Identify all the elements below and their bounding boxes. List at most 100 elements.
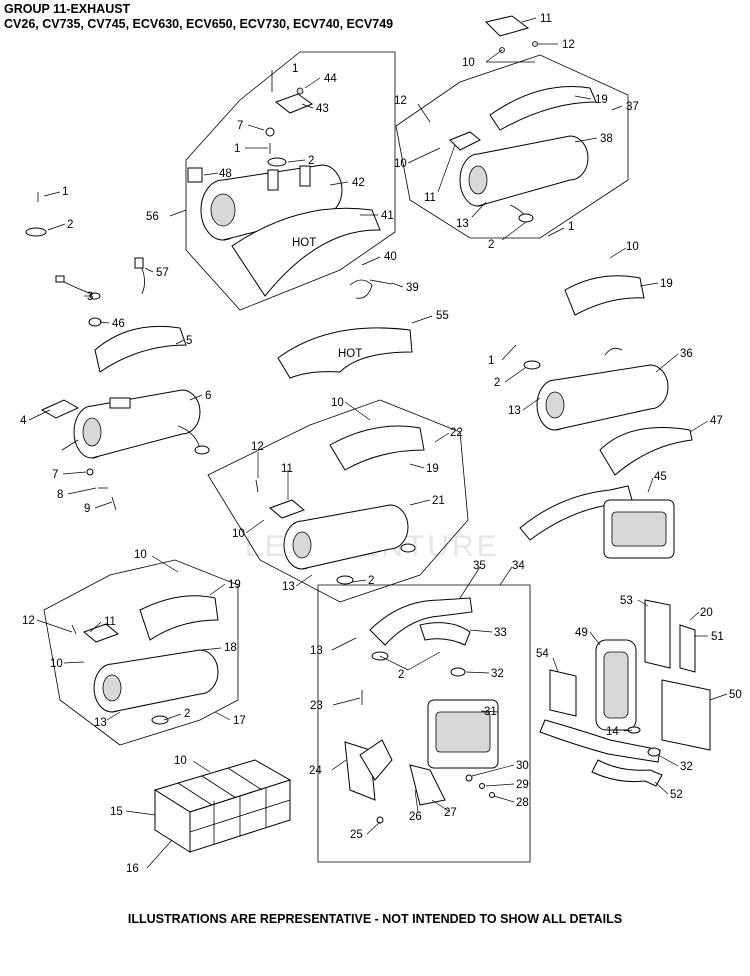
callout-label: 13 <box>282 581 295 593</box>
callout-label: 28 <box>516 797 529 809</box>
callout-label: 1 <box>234 143 240 155</box>
callout-label: 34 <box>512 560 525 572</box>
callout-label: 30 <box>516 760 529 772</box>
leader-lines <box>28 17 728 869</box>
callout-label: 13 <box>310 645 323 657</box>
callout-label: 29 <box>516 779 529 791</box>
callout-label: 1 <box>568 221 574 233</box>
callout-label: 3 <box>87 291 93 303</box>
callout-label: 53 <box>620 595 633 607</box>
callout-label: 10 <box>134 549 147 561</box>
callout-label: 19 <box>660 278 673 290</box>
callout-label: 8 <box>57 489 63 501</box>
callout-label: 1 <box>292 63 298 75</box>
callout-label: 24 <box>309 765 322 777</box>
callout-label: 6 <box>205 390 211 402</box>
callout-label: 13 <box>456 218 469 230</box>
disclaimer-footer: ILLUSTRATIONS ARE REPRESENTATIVE - NOT I… <box>127 912 623 926</box>
callout-label: 10 <box>626 241 639 253</box>
callout-label: 48 <box>219 168 232 180</box>
callout-label: 2 <box>398 669 404 681</box>
callout-label: 46 <box>112 318 125 330</box>
callout-label: 50 <box>729 689 742 701</box>
callout-label: 5 <box>186 335 192 347</box>
callout-label: 19 <box>595 94 608 106</box>
callout-label: 25 <box>350 829 363 841</box>
callout-label: 55 <box>436 310 449 322</box>
callout-label: 45 <box>654 471 667 483</box>
callout-label: 19 <box>228 579 241 591</box>
callout-label: 13 <box>508 405 521 417</box>
callout-label: 7 <box>52 469 58 481</box>
callout-label: 1 <box>488 355 494 367</box>
group-22-parts <box>255 425 425 585</box>
callout-label: 10 <box>232 528 245 540</box>
callout-label: 40 <box>384 251 397 263</box>
callout-label: 35 <box>473 560 486 572</box>
heat-shield-hot-text: HOT <box>292 237 316 249</box>
callout-label: 2 <box>184 708 190 720</box>
center-heat-shield: HOT <box>277 279 413 379</box>
callout-label: 14 <box>606 726 619 738</box>
callout-label: 42 <box>352 177 365 189</box>
callout-label: 31 <box>484 706 497 718</box>
callout-label: 7 <box>237 120 243 132</box>
callout-label: 11 <box>281 463 293 475</box>
group-outline-17 <box>43 559 239 746</box>
manifold-45-parts <box>519 485 675 559</box>
group-outline-37 <box>395 54 629 239</box>
callout-label: 2 <box>67 219 73 231</box>
callout-label: 11 <box>104 616 116 628</box>
bottom-right-parts <box>539 599 711 787</box>
group-56-parts: HOT <box>187 70 381 297</box>
callout-label: 11 <box>424 192 436 204</box>
callout-label: 36 <box>680 348 693 360</box>
callout-label: 11 <box>540 13 552 25</box>
right-muffler-parts <box>523 275 693 476</box>
callout-label: 2 <box>494 377 500 389</box>
callout-label: 1 <box>62 186 68 198</box>
group-37-parts <box>449 15 597 223</box>
callout-label: 10 <box>174 755 187 767</box>
callout-label: 27 <box>444 807 457 819</box>
group-34-parts <box>344 597 499 824</box>
heat-shield-55-hot-text: HOT <box>338 348 362 360</box>
callout-label: 51 <box>711 631 724 643</box>
callout-label: 15 <box>110 806 123 818</box>
callout-label: 12 <box>562 39 575 51</box>
model-list: CV26, CV735, CV745, ECV630, ECV650, ECV7… <box>4 17 394 31</box>
callout-label: 4 <box>20 415 27 427</box>
callout-label: 10 <box>50 658 63 670</box>
callout-label: 43 <box>316 103 329 115</box>
callout-label: 56 <box>146 211 159 223</box>
callout-label: 17 <box>233 715 246 727</box>
callout-label: 44 <box>324 73 337 85</box>
callout-label: 32 <box>680 761 693 773</box>
callout-label: 2 <box>308 155 314 167</box>
callout-label: 21 <box>432 495 445 507</box>
callout-label: 19 <box>426 463 439 475</box>
callout-label: 12 <box>251 441 264 453</box>
callout-label: 23 <box>310 700 323 712</box>
diagram-title: GROUP 11-EXHAUST <box>4 2 131 16</box>
callout-label: 52 <box>670 789 683 801</box>
callout-label: 38 <box>600 133 613 145</box>
callout-label: 37 <box>626 101 639 113</box>
spark-arrestor-cage <box>153 759 292 853</box>
callout-label: 41 <box>381 210 394 222</box>
sensor-parts <box>25 192 145 327</box>
callout-label: 9 <box>84 503 90 515</box>
callout-label: 20 <box>700 607 713 619</box>
callout-label: 10 <box>462 57 475 69</box>
callout-label: 47 <box>710 415 723 427</box>
callout-label: 12 <box>394 95 407 107</box>
callout-labels: 11 12 10 12 19 37 38 10 11 13 2 1 1 44 4… <box>20 13 742 875</box>
callout-label: 16 <box>126 863 139 875</box>
group-17-parts <box>71 595 219 725</box>
callout-label: 57 <box>156 267 169 279</box>
callout-label: 12 <box>22 615 35 627</box>
group-outline-22 <box>207 399 469 603</box>
callout-label: 49 <box>575 627 588 639</box>
callout-label: 32 <box>491 668 504 680</box>
